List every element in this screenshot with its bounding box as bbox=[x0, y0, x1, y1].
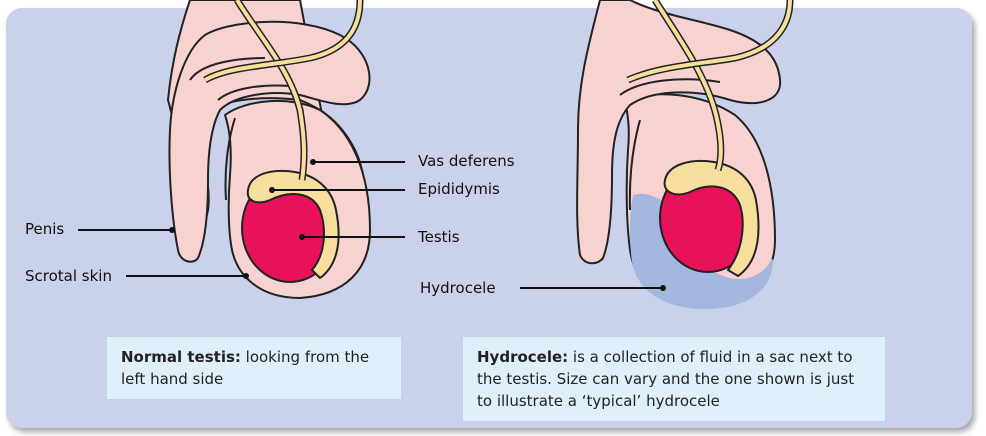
label-hydrocele: Hydrocele bbox=[420, 279, 496, 297]
normal-testis-illustration bbox=[168, 0, 370, 298]
label-testis: Testis bbox=[418, 228, 460, 246]
caption-hydrocele-title: Hydrocele: bbox=[477, 348, 568, 366]
caption-hydrocele: Hydrocele: is a collection of fluid in a… bbox=[462, 336, 886, 422]
hydrocele-illustration bbox=[577, 0, 790, 308]
label-epididymis: Epididymis bbox=[418, 180, 500, 198]
label-penis: Penis bbox=[25, 220, 64, 238]
label-scrotal-skin: Scrotal skin bbox=[25, 267, 112, 285]
caption-normal-title: Normal testis: bbox=[121, 348, 241, 366]
label-vas-deferens: Vas deferens bbox=[418, 152, 515, 170]
caption-normal-testis: Normal testis: looking from the left han… bbox=[106, 336, 402, 400]
